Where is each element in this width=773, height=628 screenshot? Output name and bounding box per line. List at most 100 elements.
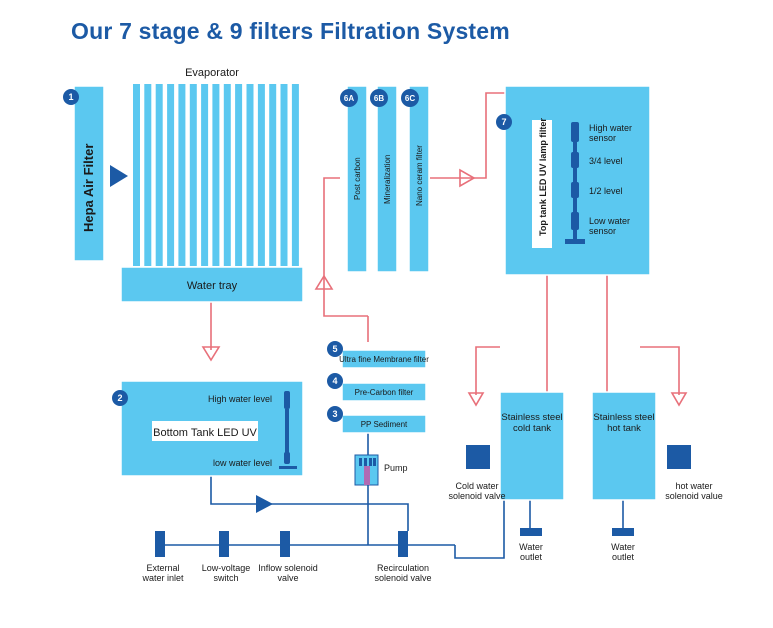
svg-text:Cold water: Cold water [455,481,498,491]
pump: Pump [354,454,408,486]
hot-tank: Stainless steel hot tank [591,391,657,501]
recirculation-solenoid-valve: Recirculation solenoid valve [374,531,432,583]
svg-text:6C: 6C [405,94,415,103]
svg-text:Water: Water [519,542,543,552]
evaporator-fin [155,84,163,266]
inflow-solenoid-valve: Inflow solenoid valve [258,531,318,583]
filter-pp-sediment: PP Sediment [341,414,427,434]
svg-text:solenoid valve: solenoid valve [448,491,505,501]
level-sensor-icon [565,122,585,244]
svg-text:Ultra fine Membrane filter: Ultra fine Membrane filter [339,355,429,364]
filter-post-carbon: Post carbon [346,85,368,273]
svg-text:6B: 6B [374,94,384,103]
svg-text:3/4 level: 3/4 level [589,156,623,166]
svg-text:Water tray: Water tray [187,280,238,292]
evaporator-label: Evaporator [185,67,239,79]
external-water-inlet: External water inlet [141,531,184,583]
evaporator-fin [235,84,243,266]
evaporator-fin [246,84,254,266]
svg-text:hot water: hot water [675,481,712,491]
svg-text:2: 2 [117,393,122,403]
water-tray: Water tray [120,266,304,303]
evaporator-fin [167,84,175,266]
svg-text:Hepa Air Filter: Hepa Air Filter [81,144,96,232]
arrow-up-filters [314,274,334,290]
svg-text:Nano ceram filter: Nano ceram filter [415,145,424,206]
red-pipes [210,92,680,395]
evaporator-fin [257,84,265,266]
badge-stage-5: 5 [327,341,343,357]
filter-pre-carbon: Pre-Carbon filter [341,382,427,402]
evaporator-fin [280,84,288,266]
top-tank-label: Top tank LED UV lamp filter [538,118,548,236]
svg-text:Post carbon: Post carbon [353,157,362,200]
cold-water-outlet: Water outlet [519,528,543,562]
svg-text:Water: Water [611,542,635,552]
hot-water-outlet: Water outlet [611,528,635,562]
cold-tank: Stainless steel cold tank [499,391,565,501]
hot-water-valve: hot water solenoid value [665,445,723,501]
badge-stage-4: 4 [327,373,343,389]
evaporator-fin [212,84,220,266]
arrow-right-top-tank [459,168,476,188]
svg-text:1: 1 [68,92,73,102]
svg-text:1/2 level: 1/2 level [589,186,623,196]
evaporator-fin [189,84,197,266]
stage-badges: 1 2 3 4 5 6A 6B 6C 7 [63,89,512,422]
high-level-label: High water level [208,394,272,404]
evaporator-fins [133,84,299,266]
svg-text:4: 4 [332,376,337,386]
pump-label: Pump [384,463,408,473]
evaporator-fin [223,84,231,266]
svg-text:solenoid valve: solenoid valve [374,573,431,583]
svg-text:hot tank: hot tank [607,423,641,434]
badge-stage-6a: 6A [340,89,358,107]
bottom-tank-label: Bottom Tank LED UV [153,427,257,439]
bottom-tank: Bottom Tank LED UV High water level low … [120,380,304,477]
svg-text:Stainless steel: Stainless steel [593,412,654,423]
arrow-down-cold-valve [467,392,485,407]
low-voltage-switch: Low-voltage switch [202,531,251,583]
level-sensor-icon [279,391,297,469]
svg-text:Pre-Carbon filter: Pre-Carbon filter [355,388,414,397]
badge-stage-7: 7 [496,114,512,130]
cold-water-valve: Cold water solenoid valve [448,445,506,501]
evaporator-fin [133,84,140,266]
evaporator-fin [291,84,299,266]
svg-text:5: 5 [332,344,337,354]
svg-text:Inflow solenoid: Inflow solenoid [258,563,318,573]
flow-arrows [201,168,688,407]
svg-text:switch: switch [213,573,238,583]
evaporator-fin [201,84,209,266]
svg-text:sensor: sensor [589,133,616,143]
svg-text:PP Sediment: PP Sediment [361,420,408,429]
svg-text:Recirculation: Recirculation [377,563,429,573]
svg-text:High water: High water [589,123,632,133]
svg-text:cold tank: cold tank [513,423,551,434]
filter-nano-ceram: Nano ceram filter [408,85,430,273]
evaporator-fin [144,84,152,266]
hepa-air-filter: Hepa Air Filter [73,85,128,262]
svg-text:External: External [146,563,179,573]
badge-stage-1: 1 [63,89,79,105]
airflow-arrow-icon [110,165,128,187]
badge-stage-3: 3 [327,406,343,422]
svg-text:Mineralization: Mineralization [383,155,392,204]
arrow-right-intake [256,495,273,513]
svg-text:6A: 6A [344,94,354,103]
svg-text:Stainless steel: Stainless steel [501,412,562,423]
low-level-label: low water level [213,458,272,468]
page-title: Our 7 stage & 9 filters Filtration Syste… [71,18,510,44]
badge-stage-2: 2 [112,390,128,406]
evaporator-fin [178,84,186,266]
svg-text:3: 3 [332,409,337,419]
arrow-down-hot-valve [670,392,688,407]
filter-membrane: Ultra fine Membrane filter [339,349,429,369]
arrow-down-tray [201,346,221,362]
svg-text:7: 7 [501,117,506,127]
svg-text:outlet: outlet [520,552,543,562]
filter-mineralization: Mineralization [376,85,398,273]
svg-text:Low-voltage: Low-voltage [202,563,251,573]
svg-text:outlet: outlet [612,552,635,562]
